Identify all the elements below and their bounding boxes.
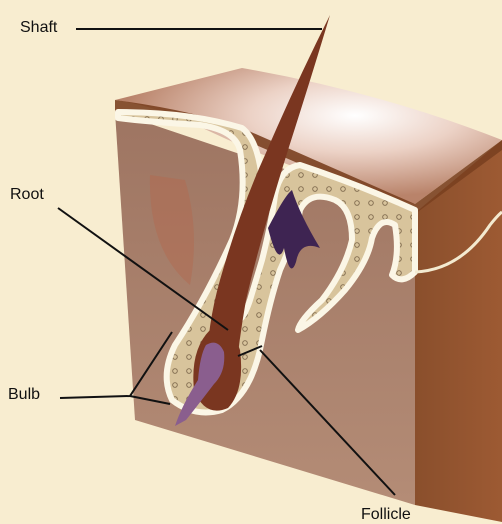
follicle-label: Follicle bbox=[361, 506, 411, 524]
root-label: Root bbox=[10, 186, 44, 204]
bulb-label: Bulb bbox=[8, 386, 40, 404]
shaft-label: Shaft bbox=[20, 19, 57, 37]
